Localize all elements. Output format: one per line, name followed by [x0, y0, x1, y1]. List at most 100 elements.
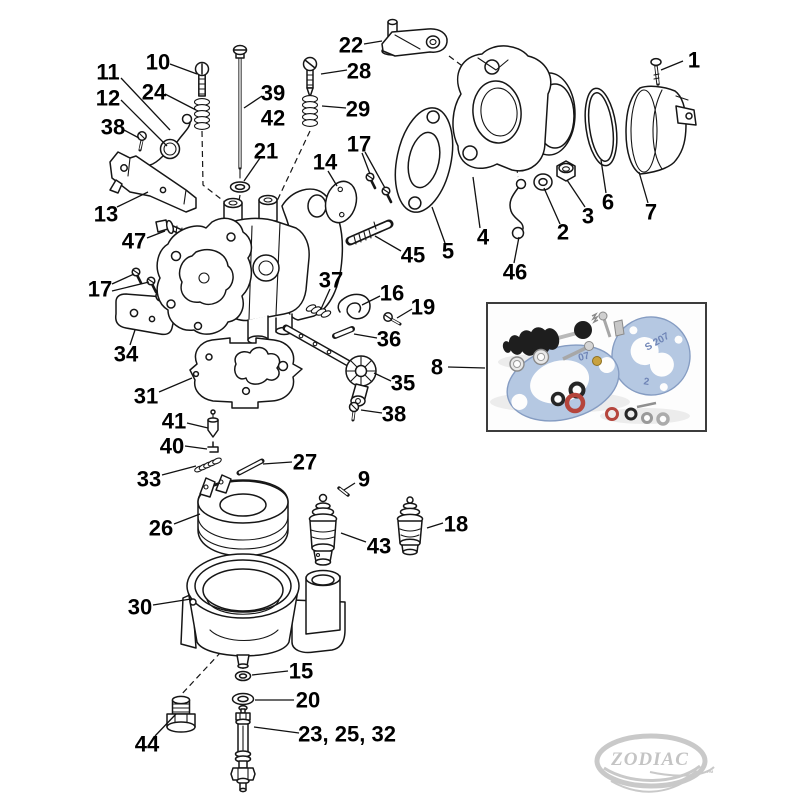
part-labels: 10 11 12 38 24 13 47 17 34 31 41 40 33 2… — [88, 33, 700, 757]
part-label-28: 28 — [347, 59, 371, 84]
part-label-31: 31 — [134, 384, 158, 409]
kit-screws — [562, 311, 657, 409]
part-10-idle-screw — [194, 61, 210, 97]
part-label-2: 2 — [557, 220, 569, 245]
part-21-washer — [229, 181, 251, 193]
part-29-spring — [301, 95, 319, 127]
part-17a-screws — [131, 267, 158, 294]
part-label-18: 18 — [444, 512, 468, 537]
part-33-spring — [194, 457, 222, 473]
part-label-36: 36 — [377, 327, 401, 352]
part-label-39: 39 — [261, 81, 285, 106]
part-label-4: 4 — [477, 225, 490, 250]
part-9-pin — [337, 486, 350, 497]
part-19-screw — [383, 312, 402, 326]
kit-oval-gasket: 07 — [506, 344, 620, 422]
part-label-23-25-32: 23, 25, 32 — [298, 722, 396, 747]
part-5-manifold-gasket — [394, 107, 454, 213]
part-20-washer — [231, 692, 255, 706]
zodiac-logo-text: ZODIAC — [610, 749, 689, 770]
part-label-26: 26 — [149, 516, 173, 541]
part-label-40: 40 — [160, 434, 184, 459]
part-1-screw — [650, 57, 662, 86]
part-26-float — [197, 474, 289, 557]
part-17b-screws — [365, 172, 393, 204]
part-label-37: 37 — [319, 268, 343, 293]
zodiac-logo: ZODIAC ™ — [594, 733, 715, 793]
part-label-46: 46 — [503, 260, 527, 285]
part-30-float-bowl — [180, 553, 346, 669]
part-14-diaphragm-cover — [324, 180, 358, 224]
leader-lines — [111, 40, 684, 737]
part-22-cable-bracket — [381, 18, 448, 57]
part-label-27: 27 — [293, 450, 317, 475]
part-13-lever-bracket — [109, 151, 197, 213]
part-label-29: 29 — [346, 97, 370, 122]
part-label-9: 9 — [358, 467, 370, 492]
part-label-14: 14 — [313, 150, 338, 175]
part-label-34: 34 — [114, 342, 139, 367]
kit-round-gasket: S 207 2 — [611, 316, 691, 396]
part-label-38a: 38 — [101, 115, 125, 140]
part-label-17a: 17 — [88, 277, 112, 302]
part-label-30: 30 — [128, 595, 152, 620]
part-label-47: 47 — [122, 229, 146, 254]
kit-rubber-boot — [502, 321, 592, 356]
carburetor-body — [156, 188, 344, 345]
part-label-5: 5 — [442, 239, 454, 264]
part-46-spring-clip — [509, 178, 527, 240]
part-38b-screw — [348, 401, 360, 422]
part-label-42: 42 — [261, 106, 285, 131]
part-label-15: 15 — [289, 659, 313, 684]
part-24-spring — [193, 98, 211, 130]
part-37-spring — [305, 304, 332, 318]
kit-orings — [550, 381, 670, 426]
part-label-45: 45 — [401, 243, 425, 268]
part-40-clip — [207, 441, 219, 453]
part-label-6: 6 — [602, 190, 614, 215]
part-label-8: 8 — [431, 355, 443, 380]
part-label-12: 12 — [96, 86, 120, 111]
part-label-38b: 38 — [382, 402, 406, 427]
part-27-hinge-pin — [236, 458, 265, 476]
part-36-pin — [332, 326, 355, 339]
part-11-12-torsion-spring — [149, 113, 193, 166]
part-label-11: 11 — [96, 60, 119, 85]
kit-gasket-print-b: 07 — [577, 350, 591, 364]
part-label-13: 13 — [94, 202, 118, 227]
part-28-adjuster-screw — [302, 56, 318, 98]
part-label-24: 24 — [142, 80, 167, 105]
part-label-44: 44 — [135, 732, 160, 757]
part-label-10: 10 — [146, 50, 170, 75]
part-43-enrichener-valve — [308, 493, 338, 566]
part-label-35: 35 — [391, 371, 415, 396]
part-31-float-plate — [189, 337, 303, 409]
part-label-22: 22 — [339, 33, 363, 58]
part-16-volute-spring — [337, 293, 371, 320]
part-4-intake-manifold — [452, 45, 576, 172]
part-label-21: 21 — [254, 139, 278, 164]
part-15-washer — [234, 670, 252, 682]
part-label-33: 33 — [137, 467, 161, 492]
part-label-17b: 17 — [347, 132, 371, 157]
part-label-1: 1 — [688, 48, 700, 73]
kit-brass-jet — [592, 356, 602, 366]
kit-gasket-print-c: 2 — [643, 376, 650, 388]
zodiac-logo-tm: ™ — [706, 769, 714, 778]
part-label-3: 3 — [582, 204, 594, 229]
part-label-16: 16 — [380, 281, 404, 306]
part-2-washer — [533, 173, 553, 191]
part-38a-screw — [137, 131, 147, 152]
part-44-drain-plug — [166, 695, 196, 733]
part-label-19: 19 — [411, 295, 435, 320]
part-label-41: 41 — [162, 409, 186, 434]
part-label-7: 7 — [645, 200, 657, 225]
part-label-43: 43 — [367, 534, 391, 559]
part-18-valve — [396, 496, 424, 556]
part-6-oring — [584, 87, 618, 167]
part-3-nut — [556, 160, 576, 182]
part-label-20: 20 — [296, 688, 320, 713]
part-7-air-cleaner-ring — [625, 85, 697, 175]
part-41-float-needle — [207, 409, 219, 438]
